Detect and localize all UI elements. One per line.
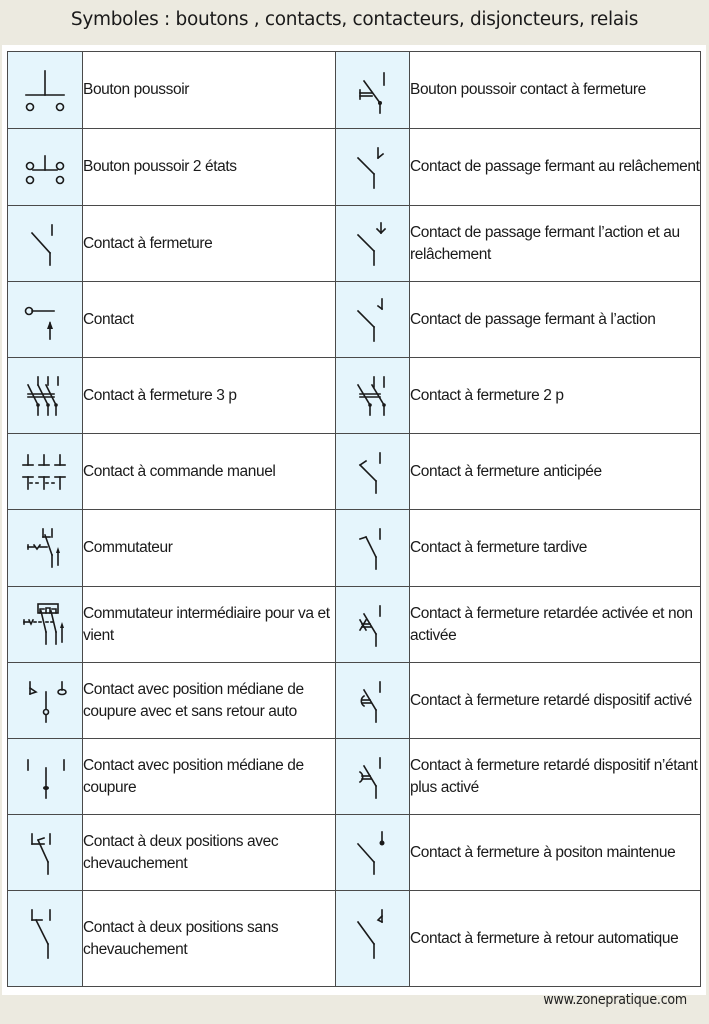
late-make-contact-icon	[358, 528, 381, 570]
symbol-label: Contact à fermeture tardive	[409, 509, 701, 587]
symbols-table: Bouton poussoir Bouton poussoir contact …	[7, 51, 701, 987]
delayed-make-contact-activated-icon	[360, 680, 381, 723]
symbol-label: Contact à fermeture retardée activée et …	[409, 586, 701, 663]
delayed-make-contact-both-icon	[358, 604, 381, 647]
symbol-cell	[335, 814, 410, 891]
two-position-contact-overlap-icon	[31, 832, 51, 875]
symbol-cell	[335, 205, 410, 282]
push-button-make-contact-icon	[358, 72, 385, 114]
symbol-label: Contact de passage fermant l’action et a…	[409, 205, 701, 282]
passing-contact-release-icon	[356, 147, 384, 189]
symbol-label: Contact à commande manuel	[82, 433, 336, 510]
symbol-label: Contact à fermeture 2 p	[409, 357, 701, 434]
table-row: Contact à deux positions sans chevauchem…	[7, 890, 701, 987]
symbol-label: Contact à fermeture	[82, 205, 336, 282]
symbol-cell	[7, 814, 83, 891]
symbol-label: Commutateur	[82, 509, 336, 587]
passing-contact-action-release-icon	[356, 221, 386, 266]
symbol-label: Bouton poussoir	[82, 51, 336, 129]
table-row: Commutateur intermédiaire pour va et vie…	[7, 586, 701, 663]
symbol-label: Contact avec position médiane de coupure	[82, 738, 336, 815]
symbol-label: Contact à fermeture à positon maintenue	[409, 814, 701, 891]
symbol-cell	[335, 662, 410, 739]
table-row: Commutateur Contact à fermeture tardive	[7, 509, 701, 587]
center-off-contact-icon	[27, 758, 65, 799]
symbol-label: Contact de passage fermant à l’action	[409, 281, 701, 358]
contact-icon	[24, 306, 55, 340]
symbol-cell	[7, 509, 83, 587]
symbol-cell	[335, 738, 410, 815]
symbol-cell	[7, 205, 83, 282]
symbol-label: Contact à fermeture retardé dispositif a…	[409, 662, 701, 739]
passing-contact-action-icon	[356, 297, 383, 342]
table-row: Contact à commande manuel Contact à ferm…	[7, 433, 701, 510]
make-contact-2-pole-icon	[356, 375, 386, 416]
symbol-label: Contact à fermeture anticipée	[409, 433, 701, 510]
table-row: Contact à deux positions avec chevauchem…	[7, 814, 701, 891]
symbol-cell	[335, 357, 410, 434]
make-contact-icon	[30, 223, 53, 266]
symbol-cell	[7, 586, 83, 663]
symbol-label: Contact avec position médiane de coupure…	[82, 662, 336, 739]
symbol-cell	[7, 128, 83, 206]
table-row: Contact à fermeture Contact de passage f…	[7, 205, 701, 282]
table-row: Bouton poussoir 2 états Contact de passa…	[7, 128, 701, 206]
website-credit: www.zonepratique.com	[543, 992, 687, 1008]
symbol-label: Contact à fermeture à retour automatique	[409, 890, 701, 987]
symbol-label: Contact à deux positions sans chevauchem…	[82, 890, 336, 987]
symbol-cell	[7, 890, 83, 987]
symbol-cell	[335, 509, 410, 587]
push-button-icon	[25, 70, 65, 112]
symbol-label: Bouton poussoir contact à fermeture	[409, 51, 701, 129]
table-row: Contact à fermeture 3 p Contact à fermet…	[7, 357, 701, 434]
table-row: Contact avec position médiane de coupure…	[7, 738, 701, 815]
switch-icon	[27, 528, 60, 568]
symbol-cell	[7, 662, 83, 739]
center-off-contact-auto-return-icon	[28, 680, 67, 723]
symbol-cell	[335, 890, 410, 987]
make-contact-auto-return-icon	[356, 908, 383, 959]
table-row: Contact Contact de passage fermant à l’a…	[7, 281, 701, 358]
page-title: Symboles : boutons , contacts, contacteu…	[70, 9, 639, 30]
symbol-cell	[335, 128, 410, 206]
symbol-label: Contact à fermeture retardé dispositif n…	[409, 738, 701, 815]
symbol-cell	[7, 281, 83, 358]
symbol-cell	[7, 51, 83, 129]
symbol-label: Commutateur intermédiaire pour va et vie…	[82, 586, 336, 663]
symbol-cell	[335, 51, 410, 129]
symbol-label: Contact de passage fermant au relâchemen…	[409, 128, 701, 206]
symbol-cell	[335, 586, 410, 663]
two-position-contact-no-overlap-icon	[31, 908, 51, 959]
symbol-label: Contact	[82, 281, 336, 358]
make-contact-3-pole-icon	[26, 375, 59, 416]
early-make-contact-icon	[358, 451, 381, 494]
delayed-make-contact-deactivated-icon	[358, 756, 381, 799]
make-contact-maintained-icon	[356, 830, 384, 875]
symbol-label: Contact à fermeture 3 p	[82, 357, 336, 434]
table-row: Bouton poussoir Bouton poussoir contact …	[7, 51, 701, 129]
table-row: Contact avec position médiane de coupure…	[7, 662, 701, 739]
symbol-label: Bouton poussoir 2 états	[82, 128, 336, 206]
symbol-cell	[7, 738, 83, 815]
symbol-cell	[7, 433, 83, 510]
symbol-label: Contact à deux positions avec chevauchem…	[82, 814, 336, 891]
intermediate-switch-icon	[23, 602, 64, 645]
two-state-push-button-icon	[25, 155, 65, 185]
symbol-cell	[335, 281, 410, 358]
symbol-cell	[335, 433, 410, 510]
symbol-cell	[7, 357, 83, 434]
manual-control-contact-icon	[22, 453, 66, 490]
